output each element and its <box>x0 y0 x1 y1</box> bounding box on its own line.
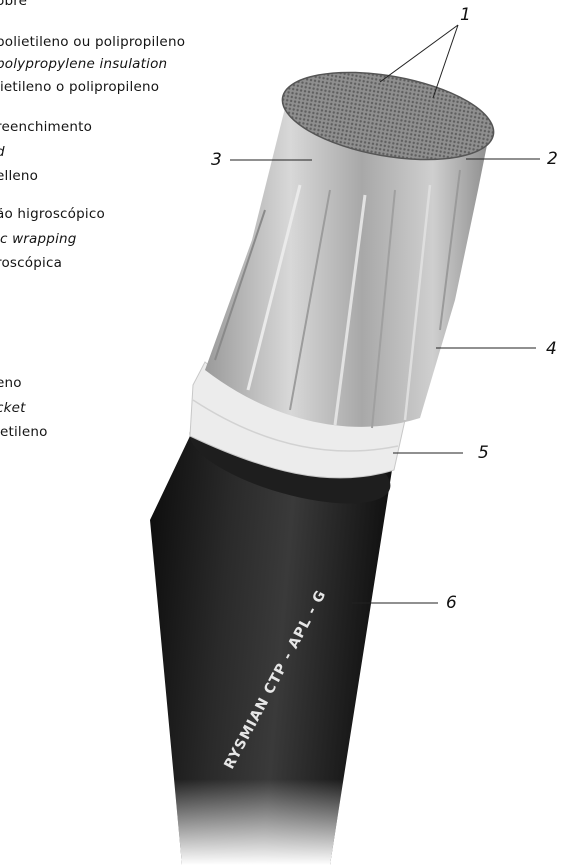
callout-2: 2 <box>547 150 558 168</box>
callout-1: 1 <box>460 6 471 24</box>
callout-3: 3 <box>211 151 222 169</box>
callout-4: 4 <box>546 340 557 358</box>
callout-5: 5 <box>478 444 489 462</box>
callout-6: 6 <box>446 594 457 612</box>
